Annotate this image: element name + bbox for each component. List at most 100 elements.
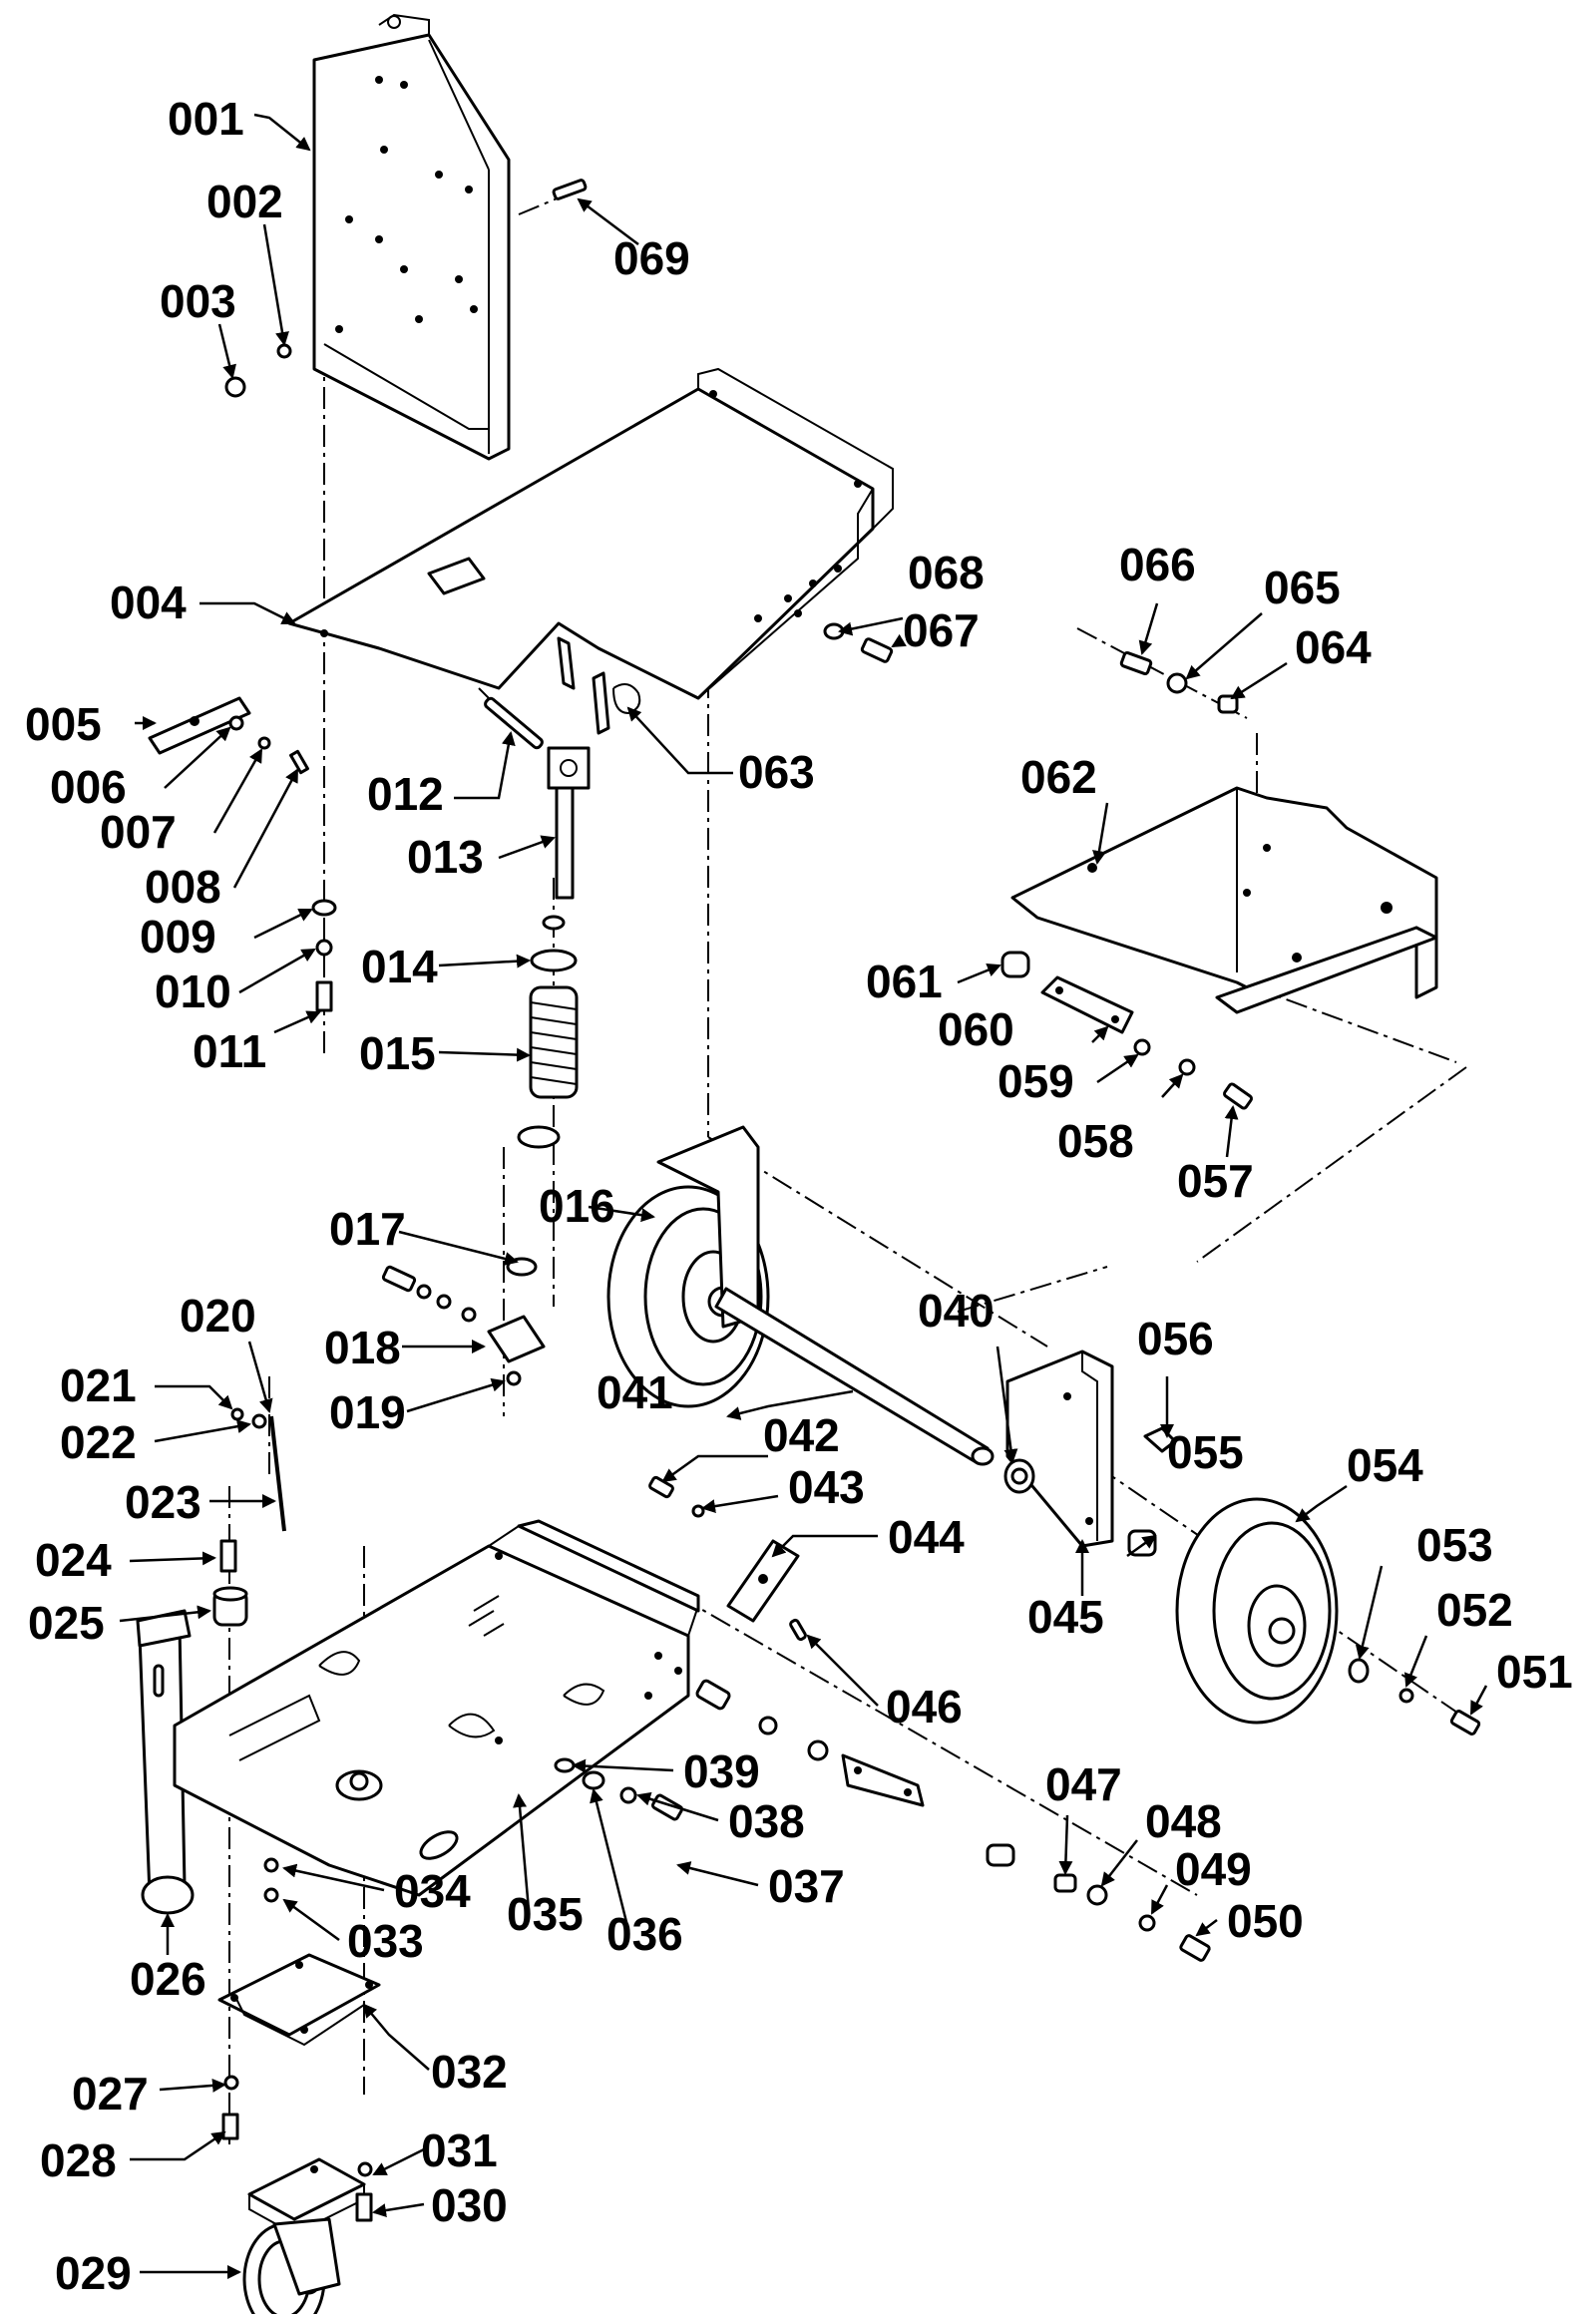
callout-054: 054 [1347, 1439, 1423, 1491]
callout-023: 023 [125, 1476, 201, 1528]
fasteners-064-066 [1119, 650, 1239, 714]
callout-047: 047 [1045, 1758, 1122, 1810]
callout-063: 063 [738, 746, 815, 798]
callout-011: 011 [193, 1025, 266, 1077]
callout-002: 002 [206, 176, 283, 227]
callout-001: 001 [168, 93, 244, 145]
callout-030: 030 [431, 2179, 508, 2231]
fasteners-027-028 [221, 2075, 239, 2140]
wheel-016 [606, 1125, 770, 1408]
caster-029 [242, 2157, 366, 2314]
callout-018: 018 [324, 1322, 401, 1373]
callout-049: 049 [1175, 1843, 1252, 1895]
callout-043: 043 [788, 1461, 865, 1513]
back-plate-001 [312, 13, 511, 461]
callout-051: 051 [1496, 1646, 1573, 1698]
callout-059: 059 [998, 1055, 1074, 1107]
callout-029: 029 [55, 2247, 132, 2299]
deck-plate-004 [287, 367, 894, 700]
callout-010: 010 [155, 965, 231, 1017]
callout-058: 058 [1057, 1115, 1134, 1167]
callout-024: 024 [35, 1534, 112, 1586]
bracket-045 [1003, 1350, 1114, 1548]
callout-055: 055 [1167, 1426, 1244, 1478]
callout-048: 048 [1145, 1795, 1222, 1847]
fasteners-033-034 [263, 1857, 279, 1903]
callout-009: 009 [140, 911, 216, 963]
fasteners-002-003 [224, 343, 292, 398]
callout-045: 045 [1027, 1591, 1104, 1643]
block-018 [381, 1265, 546, 1386]
callout-015: 015 [359, 1027, 436, 1079]
fasteners-030-031 [355, 2161, 373, 2222]
callout-060: 060 [938, 1003, 1014, 1055]
fasteners-051-053 [1348, 1658, 1481, 1736]
fasteners-047-050 [1053, 1873, 1211, 1962]
callout-026: 026 [130, 1953, 206, 2005]
base-chassis-035 [173, 1519, 700, 1897]
callout-027: 027 [72, 2068, 149, 2120]
link-044 [648, 1475, 807, 1642]
callout-061: 061 [866, 956, 943, 1007]
callout-037: 037 [768, 1860, 845, 1912]
callout-031: 031 [421, 2124, 498, 2176]
callout-066: 066 [1119, 539, 1196, 590]
callout-038: 038 [728, 1795, 805, 1847]
callout-008: 008 [145, 861, 221, 913]
callout-069: 069 [613, 232, 690, 284]
callout-019: 019 [329, 1386, 406, 1438]
callout-062: 062 [1020, 751, 1097, 803]
callout-052: 052 [1436, 1584, 1513, 1636]
callout-022: 022 [60, 1416, 137, 1468]
callout-056: 056 [1137, 1313, 1214, 1364]
callout-042: 042 [763, 1409, 840, 1461]
callout-028: 028 [40, 2134, 117, 2186]
callout-057: 057 [1177, 1155, 1254, 1207]
callout-005: 005 [25, 698, 102, 750]
callout-064: 064 [1295, 621, 1372, 673]
link-060 [1000, 951, 1253, 1110]
callout-067: 067 [903, 604, 980, 656]
pin-069 [552, 179, 588, 200]
link-005 [148, 696, 309, 775]
callout-039: 039 [683, 1745, 760, 1797]
callout-035: 035 [507, 1888, 584, 1940]
callout-013: 013 [407, 831, 484, 883]
fasteners-009-011 [311, 899, 337, 1012]
callout-044: 044 [888, 1511, 965, 1563]
frame-062 [1010, 786, 1438, 1014]
callout-034: 034 [394, 1865, 471, 1917]
spring-assembly [506, 915, 579, 1277]
callout-020: 020 [180, 1290, 256, 1342]
axle-041 [714, 1287, 995, 1466]
callout-labels: 001 002 003 004 005 006 007 008 009 010 … [25, 93, 1573, 2299]
callout-012: 012 [367, 768, 444, 820]
callout-068: 068 [908, 547, 985, 598]
rod-013 [555, 786, 575, 900]
callout-041: 041 [597, 1366, 673, 1418]
callout-006: 006 [50, 761, 127, 813]
callout-046: 046 [886, 1681, 963, 1733]
callout-050: 050 [1227, 1895, 1304, 1947]
callout-021: 021 [60, 1359, 137, 1411]
pin-012 [484, 696, 544, 750]
handle-026 [136, 1609, 195, 1915]
callout-007: 007 [100, 806, 177, 858]
pin-020-023 [230, 1407, 286, 1532]
callout-014: 014 [361, 941, 438, 992]
callout-004: 004 [110, 577, 187, 628]
deck-bracket [478, 636, 641, 790]
callout-017: 017 [329, 1203, 406, 1255]
callout-016: 016 [539, 1180, 615, 1232]
callout-040: 040 [918, 1285, 995, 1337]
callout-033: 033 [347, 1915, 424, 1967]
mount-plate-032 [217, 1953, 381, 2047]
callout-053: 053 [1416, 1519, 1493, 1571]
fasteners-067-068 [823, 622, 894, 663]
callout-003: 003 [160, 275, 236, 327]
callout-032: 032 [431, 2046, 508, 2098]
wheel-054 [1175, 1497, 1339, 1725]
callout-065: 065 [1264, 562, 1341, 613]
bushing-024-025 [212, 1539, 248, 1627]
